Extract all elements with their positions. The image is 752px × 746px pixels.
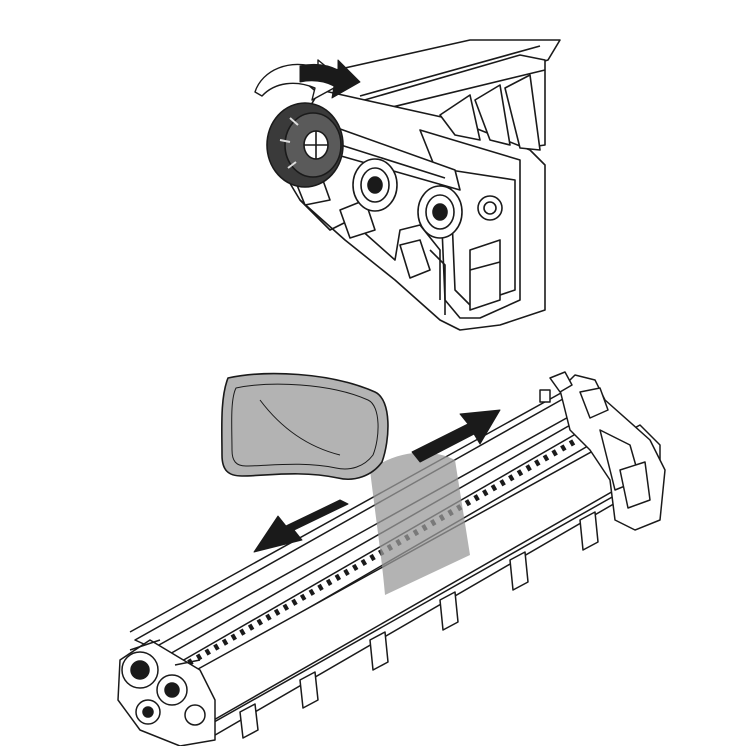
right-end-housing — [539, 371, 666, 531]
pulley-right — [417, 185, 463, 239]
left-end-housing — [117, 639, 216, 746]
drum-housing-top — [284, 74, 546, 331]
curved-rotate-arrow-icon — [254, 59, 361, 101]
wipe-left-arrow-icon — [253, 499, 349, 553]
cleaning-cloth-icon — [220, 372, 389, 480]
wipe-trail — [370, 452, 470, 595]
top-panel-drum-end — [254, 39, 561, 331]
drive-gear — [266, 102, 344, 188]
wipe-right-arrow-icon — [411, 409, 501, 463]
pulley-middle — [352, 158, 398, 212]
bottom-panel-drum-unit — [117, 371, 666, 746]
